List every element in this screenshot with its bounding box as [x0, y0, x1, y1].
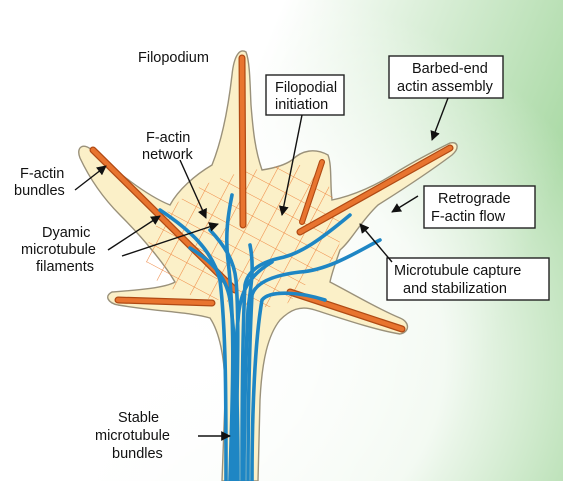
label-retrograde-1: Retrograde: [438, 191, 511, 207]
label-filopodial-initiation-2: initiation: [275, 97, 328, 113]
label-stable-3: bundles: [112, 446, 163, 462]
label-capture-2: and stabilization: [403, 281, 507, 297]
label-dynamic-mt-1: Dyamic: [42, 225, 90, 241]
label-factin-bundles-2: bundles: [14, 183, 65, 199]
label-capture-1: Microtubule capture: [394, 263, 521, 279]
label-stable-2: microtubule: [95, 428, 170, 444]
label-dynamic-mt-3: filaments: [36, 259, 94, 275]
label-filopodium: Filopodium: [138, 50, 209, 66]
label-factin-network-1: F-actin: [146, 130, 190, 146]
label-factin-network-2: network: [142, 147, 194, 163]
label-factin-bundles-1: F-actin: [20, 166, 64, 182]
label-barbed-end-2: actin assembly: [397, 79, 494, 95]
label-dynamic-mt-2: microtubule: [21, 242, 96, 258]
label-retrograde-2: F-actin flow: [431, 209, 506, 225]
label-filopodial-initiation-1: Filopodial: [275, 80, 337, 96]
label-barbed-end-1: Barbed-end: [412, 61, 488, 77]
label-stable-1: Stable: [118, 410, 159, 426]
